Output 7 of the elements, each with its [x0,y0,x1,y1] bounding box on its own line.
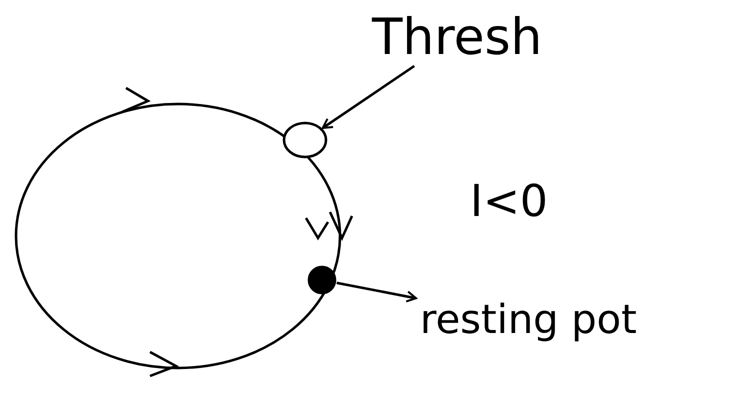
annotation-text: resting pot [420,300,637,340]
fixed-point-dot [308,266,336,294]
annotation-text: Thresh [372,12,542,62]
threshold-circle [282,122,328,158]
condition-label: I<0 [470,180,548,224]
arrow [336,282,417,302]
arrow [322,64,415,129]
